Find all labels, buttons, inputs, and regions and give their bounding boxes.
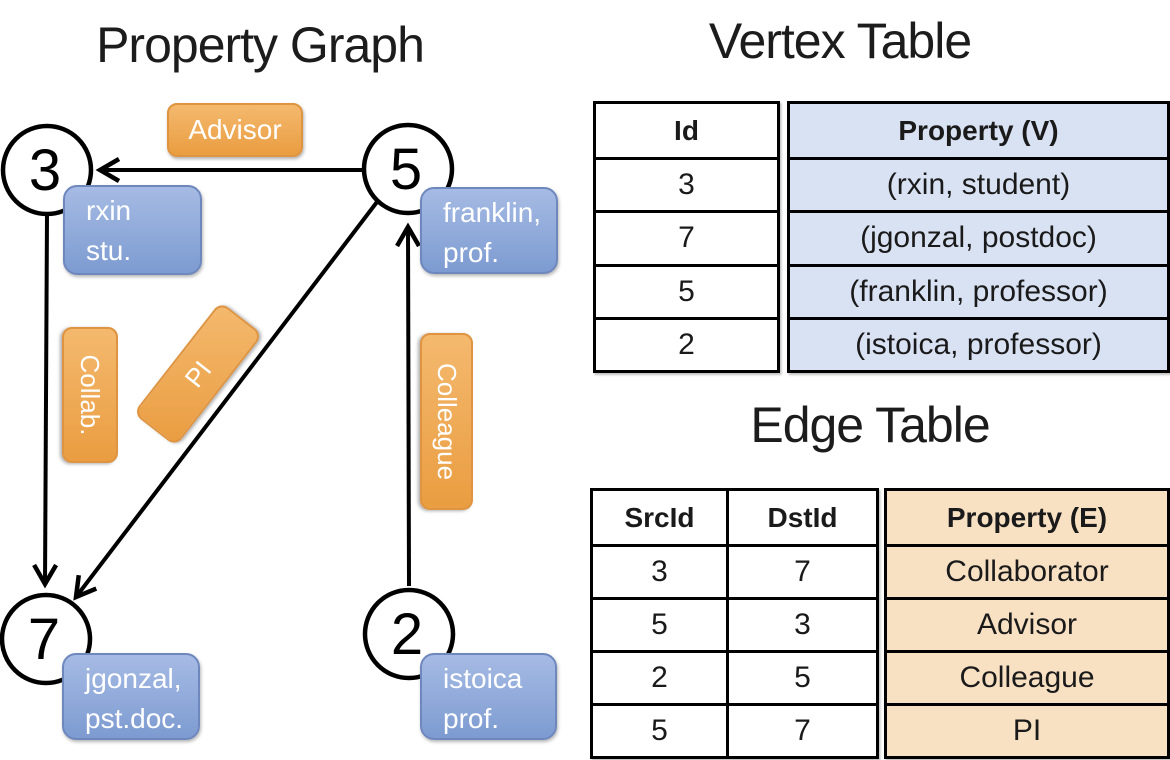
vertex-table-property-cell: (rxin, student): [790, 157, 1167, 210]
edge-label-colleague: Colleague: [420, 333, 473, 510]
vertex-table-id-cell: 5: [596, 263, 777, 317]
edge-table-dstid-cell: 7: [726, 703, 876, 756]
edge-table-property-cell: Advisor: [887, 597, 1167, 650]
vertex-table-header-property: Property (V): [898, 114, 1059, 146]
edge-table-title: Edge Table: [750, 397, 990, 453]
property-graph-canvas: 3 5 7 2: [0, 122, 456, 686]
graph-node-5-id: 5: [390, 137, 422, 202]
edge-table-property-cell: PI: [887, 703, 1167, 756]
edge-table-property-cell: Colleague: [887, 650, 1167, 703]
edge-label-advisor: Advisor: [167, 103, 303, 157]
edge-table-dstid-cell: 3: [726, 597, 876, 650]
node-property-box-7: jgonzal, pst.doc.: [62, 653, 200, 740]
graph-edge-pi: [73, 196, 382, 601]
vertex-table-property-cell: (jgonzal, postdoc): [790, 210, 1167, 263]
node-property-line: stu.: [86, 235, 132, 266]
node-property-line: rxin: [86, 195, 132, 226]
edge-table-header-srcid: SrcId: [624, 501, 695, 533]
edge-table-dstid-cell: 7: [726, 544, 876, 597]
node-property-box-5: franklin, prof.: [420, 187, 558, 274]
edge-table-srcid-cell: 5: [593, 703, 726, 756]
property-graph-title: Property Graph: [96, 17, 425, 73]
vertex-table-header-id: Id: [674, 114, 699, 146]
edge-table-srcid-cell: 5: [593, 597, 726, 650]
vertex-table-id-cell: 3: [596, 157, 777, 210]
edge-table-header-property: Property (E): [946, 501, 1108, 533]
graph-node-3-id: 3: [29, 138, 61, 203]
node-property-line: jgonzal,: [85, 663, 182, 694]
node-property-line: prof.: [443, 237, 500, 268]
node-property-line: franklin,: [443, 197, 542, 228]
edge-table-srcid-cell: 2: [593, 650, 726, 703]
graph-edge-colleague: [395, 222, 421, 587]
node-property-box-2: istoica prof.: [420, 653, 557, 740]
edge-table-property-cell: Collaborator: [887, 544, 1167, 597]
graph-edge-collab: [32, 214, 59, 589]
node-property-line: istoica: [443, 663, 523, 694]
vertex-table-id-cell: 2: [596, 316, 777, 370]
vertex-table-property-column: Property (V) (rxin, student) (jgonzal, p…: [787, 101, 1170, 373]
vertex-table-property-cell: (franklin, professor): [790, 263, 1167, 317]
vertex-table-id-column: Id 3 7 5 2: [593, 101, 780, 373]
edge-table-header-dstid: DstId: [726, 491, 876, 544]
node-property-line: pst.doc.: [85, 703, 184, 734]
edge-table-property-column: Property (E) Collaborator Advisor Collea…: [884, 488, 1170, 759]
vertex-table-title: Vertex Table: [708, 13, 972, 69]
edge-table-id-columns: SrcId DstId 3 7 5 3 2 5 5 7: [590, 488, 879, 759]
node-property-line: prof.: [443, 703, 500, 734]
edge-table-dstid-cell: 5: [726, 650, 876, 703]
graph-node-7-id: 7: [28, 607, 60, 672]
vertex-table-id-cell: 7: [596, 210, 777, 263]
graph-node-2-id: 2: [391, 602, 423, 667]
edge-label-collab: Collab.: [62, 327, 118, 463]
edge-table-srcid-cell: 3: [593, 544, 726, 597]
vertex-table-property-cell: (istoica, professor): [790, 316, 1167, 370]
node-property-box-3: rxin stu.: [63, 185, 202, 275]
